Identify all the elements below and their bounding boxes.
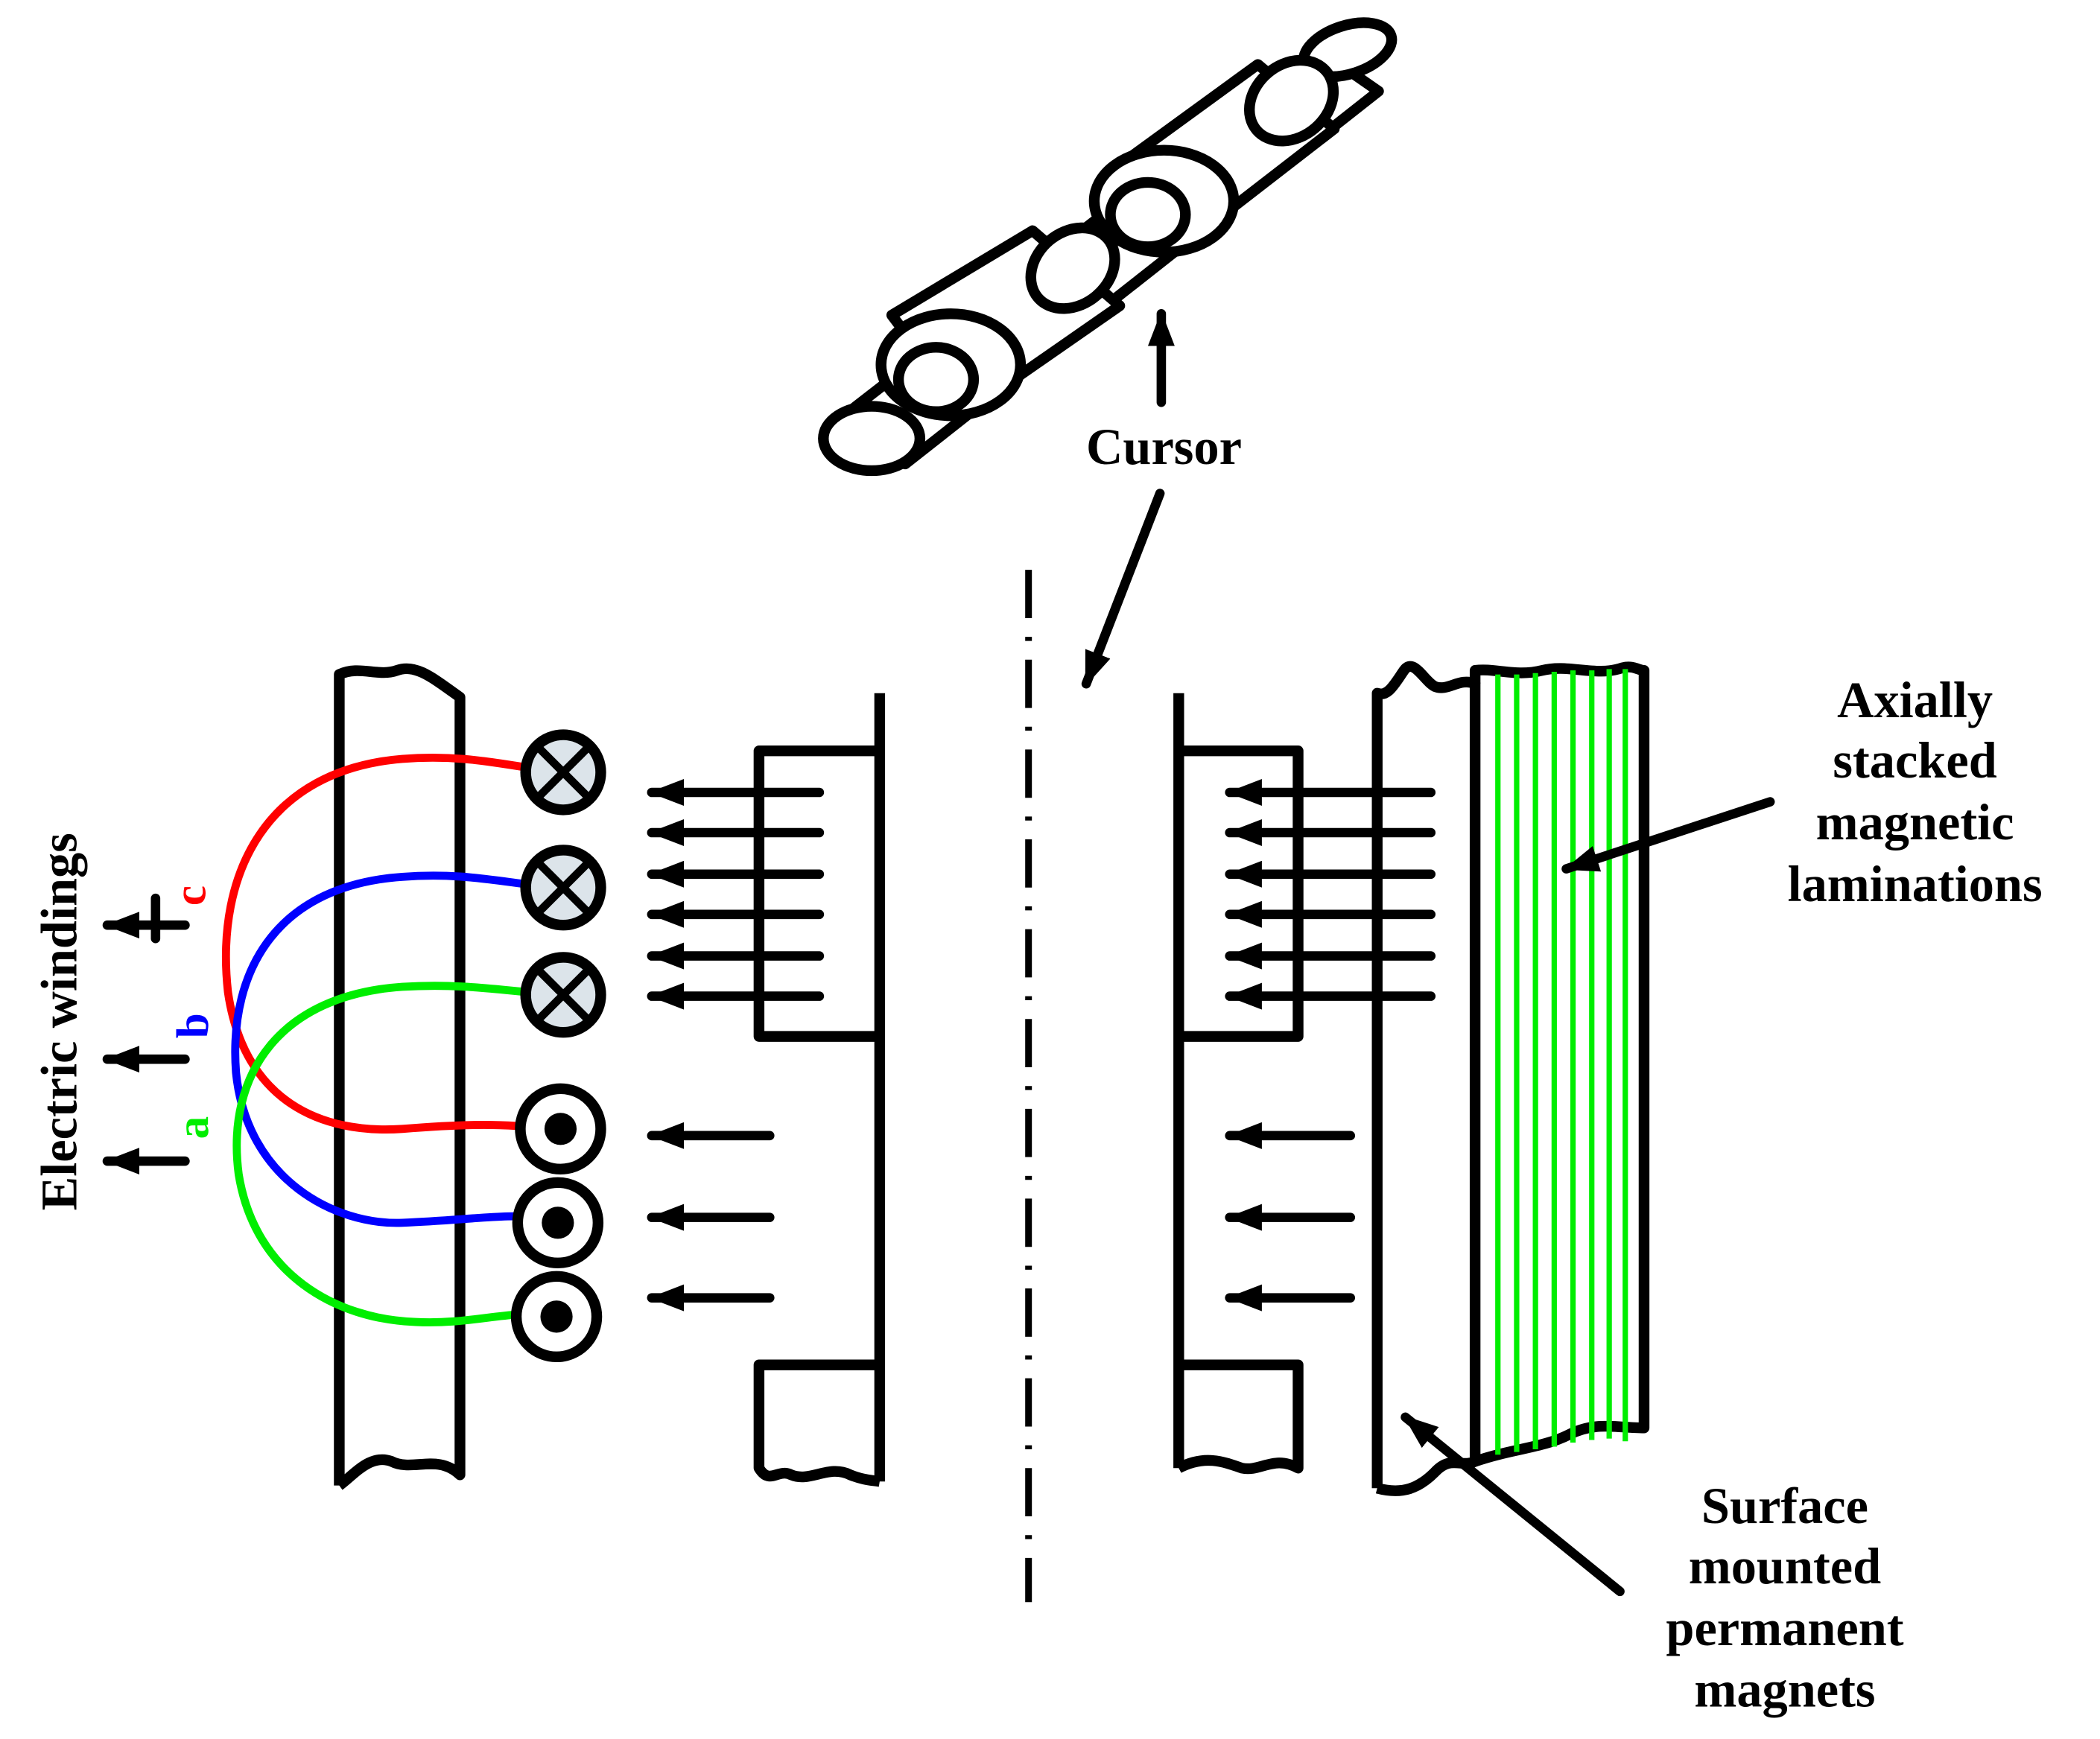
magnets-label-line: permanent	[1666, 1600, 1903, 1656]
winding-curves	[221, 753, 564, 1326]
conductor-into-page	[520, 845, 606, 931]
conductor-into-page	[520, 729, 606, 816]
magnets-label-line: magnets	[1694, 1662, 1875, 1718]
laminations-label: Axially stacked magnetic laminations	[1788, 672, 2043, 912]
winding-phase-c-curve	[221, 753, 564, 1134]
right-mover-frame	[1173, 693, 1304, 1475]
lamination-lines	[1495, 669, 1628, 1455]
laminations-label-line: stacked	[1833, 732, 1996, 789]
cursor-pointer-arrow-down	[1081, 489, 1165, 689]
cursor-shaft-sketch	[818, 17, 1398, 477]
conductor-into-page	[520, 952, 606, 1038]
laminations-pointer-arrow	[1561, 797, 1775, 874]
left-stator-back-iron	[334, 663, 466, 1490]
conductor-out-of-page	[512, 1177, 604, 1269]
winding-phase-b-curve	[231, 871, 564, 1227]
windings-label: Electric windings	[31, 833, 88, 1210]
laminations-label-line: laminations	[1788, 856, 2043, 912]
magnets-label-line: mounted	[1689, 1538, 1881, 1595]
phase-direction-arrows	[102, 912, 190, 1175]
phase-c-label: c	[165, 886, 215, 906]
magnets-label: Surface mounted permanent magnets	[1666, 1478, 1903, 1718]
left-mover-frame	[753, 693, 886, 1487]
phase-a-label: a	[168, 1116, 218, 1139]
right-flux-arrows	[1225, 778, 1436, 1312]
right-stator-laminations	[1371, 661, 1650, 1496]
laminations-label-line: magnetic	[1816, 794, 2014, 851]
laminations-label-line: Axially	[1837, 672, 1993, 728]
conductor-out-of-page	[515, 1083, 606, 1175]
magnets-pointer-arrow	[1400, 1412, 1625, 1597]
left-flux-arrows	[647, 778, 825, 1312]
cursor-label: Cursor	[1086, 419, 1242, 475]
winding-phase-a-curve	[232, 982, 564, 1326]
phase-b-label: b	[168, 1013, 218, 1038]
conductor-out-of-page	[510, 1271, 603, 1363]
magnets-label-line: Surface	[1701, 1478, 1868, 1534]
